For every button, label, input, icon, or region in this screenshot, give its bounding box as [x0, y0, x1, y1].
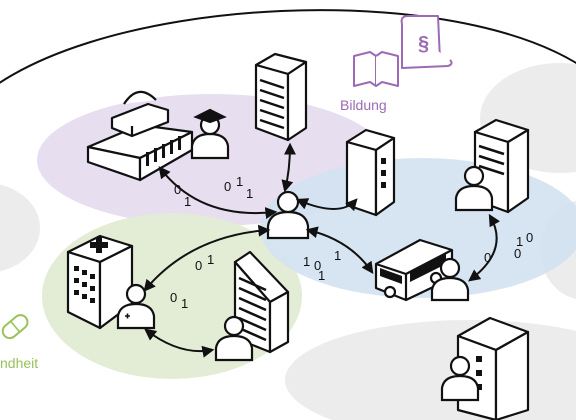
bit-label: 0 — [195, 258, 202, 273]
outer-boundary-arc — [0, 9, 576, 84]
bit-label: 0 — [526, 230, 533, 245]
link-bus-person-right — [468, 213, 501, 282]
university-building-icon — [86, 90, 194, 182]
grey-zone-bottom — [285, 320, 576, 420]
bit-label: 1 — [334, 248, 341, 263]
link-to-hospital — [143, 224, 271, 292]
bit-label: 1 — [318, 268, 325, 283]
book-icon — [353, 51, 399, 87]
health-label: ndheit — [0, 355, 38, 371]
person-bottom-icon — [214, 315, 254, 362]
bit-label: 0 — [224, 179, 231, 194]
connections — [143, 142, 501, 358]
bit-label: 1 — [236, 174, 243, 189]
bit-label: 0 — [170, 290, 177, 305]
person-right-icon — [454, 165, 494, 212]
svg-text:§: § — [418, 33, 429, 55]
bit-label: 1 — [246, 186, 253, 201]
apartment-building-icon — [345, 128, 396, 217]
link-person-bottom — [144, 328, 215, 358]
link-to-bus — [305, 226, 374, 274]
bit-label: 1 — [184, 194, 191, 209]
grey-zone-left — [0, 184, 40, 272]
paragraph-document-icon: § — [400, 15, 453, 69]
bit-label: 0 — [514, 246, 521, 261]
link-to-top-tower — [281, 142, 296, 193]
bit-label: 1 — [181, 296, 188, 311]
bit-label: 1 — [303, 254, 310, 269]
bit-label: 0 — [174, 182, 181, 197]
bit-label: 0 — [314, 258, 321, 273]
bit-label: 1 — [207, 252, 214, 267]
bit-label: 1 — [516, 234, 523, 249]
bit-label: 0 — [484, 250, 491, 265]
link-to-university — [158, 166, 278, 219]
bit-labels: 0 1 0 1 1 0 1 0 1 1 0 1 1 0 0 1 0 — [170, 174, 533, 311]
bandage-icon — [1, 314, 29, 340]
person-center-icon — [266, 190, 310, 240]
education-label: Bildung — [340, 97, 387, 113]
office-tower-top-icon — [254, 52, 308, 142]
link-to-apartment — [295, 198, 358, 212]
person-bottom-right-icon — [440, 355, 480, 402]
graduate-person-icon — [190, 108, 230, 160]
doctor-person-icon — [116, 283, 156, 330]
person-bus-icon — [430, 257, 470, 302]
